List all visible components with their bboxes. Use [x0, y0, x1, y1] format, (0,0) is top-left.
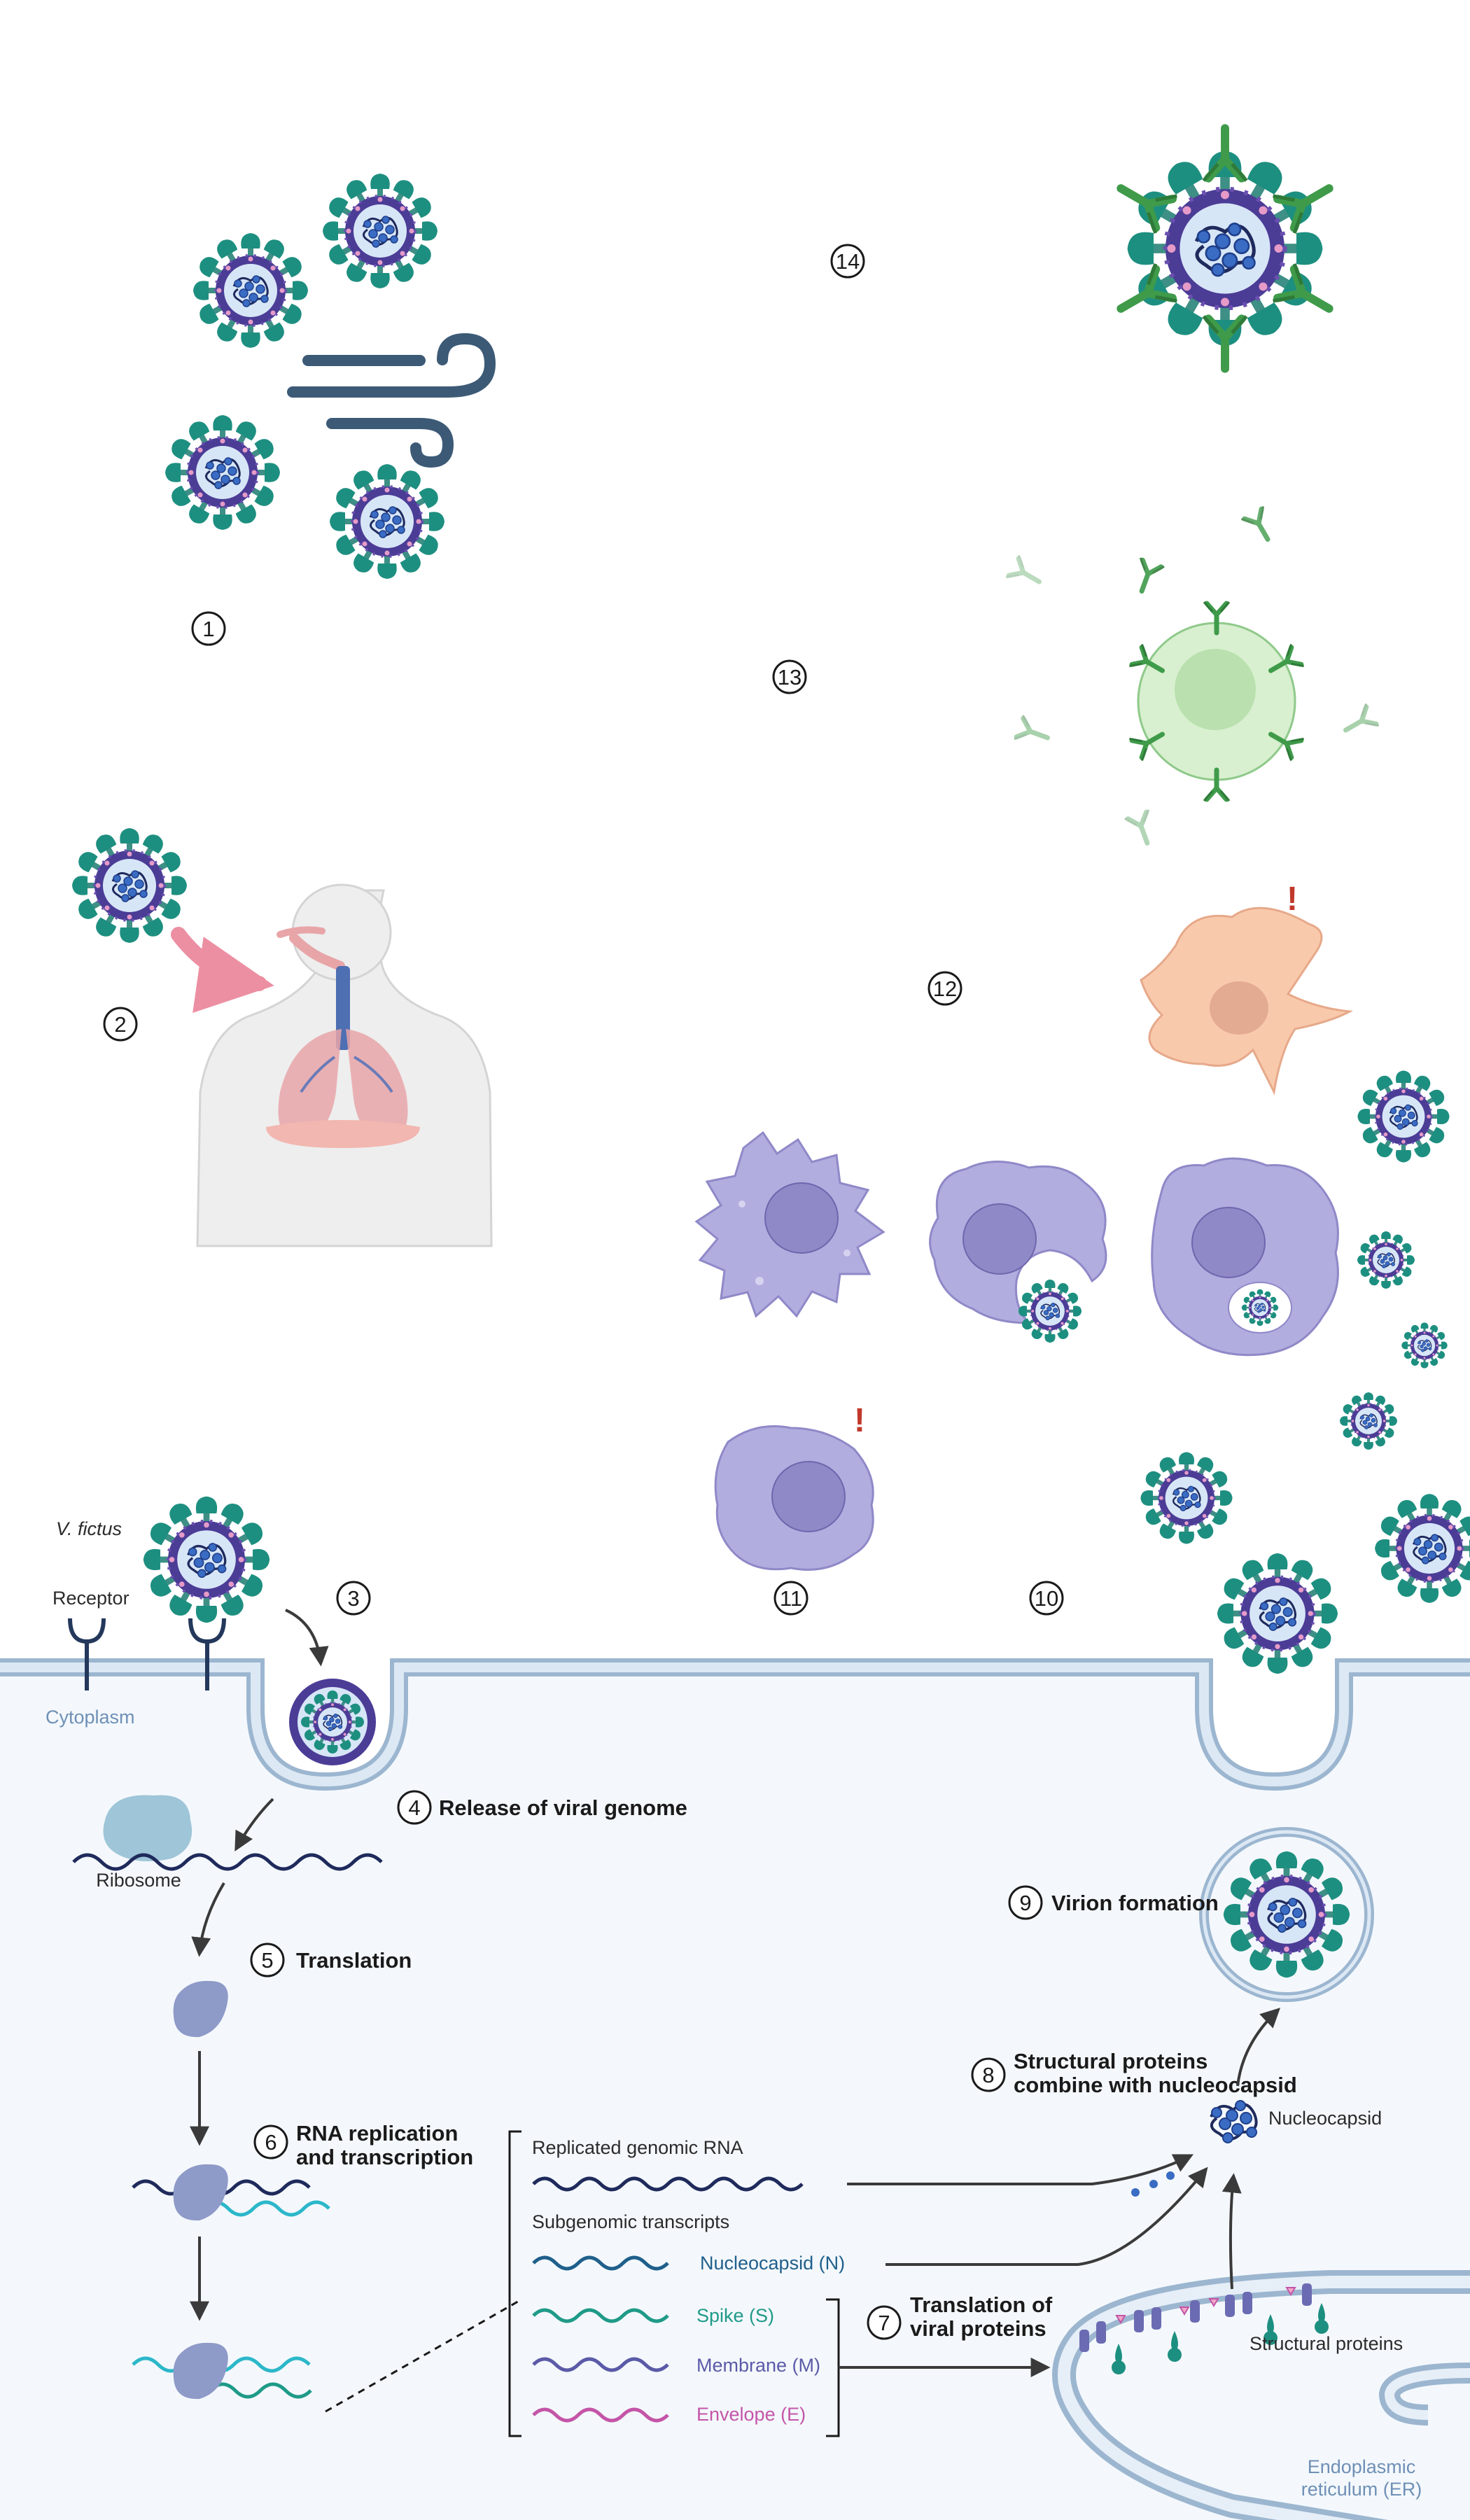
step-10-marker: 10 [1029, 1581, 1064, 1616]
step-7-label-line2: viral proteins [910, 2316, 1046, 2341]
antibody-neutralized-virion [1110, 128, 1340, 368]
transcription-complex-icon [132, 2342, 312, 2400]
nucleocapsid-n-label: Nucleocapsid (N) [700, 2253, 845, 2274]
cell-membrane-inner [0, 1662, 1470, 1787]
step-9-marker: 9 [1008, 1885, 1043, 1920]
subgenomic-label: Subgenomic transcripts [532, 2211, 729, 2232]
nucleocapsid-icon [1210, 2100, 1258, 2143]
virus-name-label: V. fictus [56, 1518, 122, 1539]
er-label-line1: Endoplasmic [1308, 2456, 1416, 2477]
inhalation-arrow [171, 927, 274, 1013]
structural-proteins-label: Structural proteins [1250, 2333, 1403, 2354]
released-virion-group [1139, 1069, 1470, 1674]
er-label-line2: reticulum (ER) [1301, 2479, 1422, 2500]
svg-text:11: 11 [780, 1586, 802, 1611]
macrophage-digesting-icon [1151, 1157, 1339, 1357]
human-respiratory-icon [196, 883, 493, 1247]
virion-icon [192, 232, 309, 349]
step-5-marker: 5 [250, 1942, 285, 1977]
inhaled-virion-icon [71, 827, 188, 944]
virion-formation-arrow [1236, 2008, 1281, 2087]
envelope-e-label: Envelope (E) [696, 2404, 806, 2425]
ribosome-icon [103, 1795, 192, 1861]
polymerase-protein-icon [173, 1980, 228, 2038]
macrophage-engulfing-icon [929, 1161, 1107, 1344]
step-7-marker: 7 [867, 2305, 902, 2340]
release-arrow [234, 1798, 274, 1851]
svg-text:4: 4 [408, 1795, 420, 1820]
b-cell-icon [1129, 602, 1303, 801]
receptor-label: Receptor [52, 1588, 130, 1609]
step-9-label: Virion formation [1051, 1891, 1219, 1915]
nucleocapsid-label: Nucleocapsid [1268, 2108, 1382, 2129]
step-7-label-line1: Translation of [910, 2292, 1053, 2317]
alert-icon: ! [1287, 881, 1298, 918]
step-8-label-line2: combine with nucleocapsid [1014, 2073, 1297, 2097]
virion-icon [164, 414, 281, 531]
endocytosed-virion-icon [289, 1679, 376, 1765]
svg-text:5: 5 [261, 1948, 273, 1973]
step-8-marker: 8 [971, 2057, 1006, 2092]
entry-arrow [285, 1609, 329, 1667]
macrophage-spiky-icon [694, 1130, 886, 1318]
step-8-label-line1: Structural proteins [1014, 2049, 1208, 2073]
airborne-virion-group [164, 172, 446, 580]
step-13-marker: 13 [772, 659, 807, 694]
ribosome-label: Ribosome [96, 1870, 181, 1891]
svg-text:9: 9 [1019, 1891, 1031, 1915]
nucleocapsid-rna-strand [532, 2255, 669, 2271]
step-3-marker: 3 [336, 1581, 371, 1616]
virion-icon [321, 172, 439, 290]
membrane-rna-strand [532, 2357, 669, 2372]
receptor-icon [188, 1618, 226, 1690]
rna-box-bracket-left [508, 2130, 522, 2437]
step-1-marker: 1 [191, 611, 226, 646]
svg-text:12: 12 [933, 976, 957, 1001]
replicated-rna-strand [532, 2176, 804, 2192]
translation-arrow [191, 1882, 225, 1957]
svg-text:7: 7 [878, 2311, 890, 2335]
step-6-label-line1: RNA replication [296, 2121, 458, 2146]
svg-text:2: 2 [114, 1012, 126, 1037]
svg-text:3: 3 [347, 1586, 359, 1611]
macrophage-alert-icon: ! [714, 1402, 874, 1571]
spike-rna-strand [532, 2308, 669, 2323]
membrane-m-label: Membrane (M) [696, 2355, 820, 2376]
binding-virion-icon [144, 1497, 270, 1623]
viral-genome-rna [72, 1853, 383, 1871]
step-6-label-line2: and transcription [296, 2145, 473, 2169]
step-5-label: Translation [296, 1948, 412, 1973]
replication-complex-icon [132, 2164, 330, 2221]
svg-text:10: 10 [1035, 1586, 1058, 1611]
envelope-rna-strand [532, 2407, 669, 2423]
step-4-label: Release of viral genome [439, 1795, 687, 1820]
vesicle-virion-icon [1199, 1827, 1374, 2002]
step-12-marker: 12 [927, 971, 962, 1006]
wind-icon [287, 332, 496, 468]
svg-text:8: 8 [982, 2063, 994, 2087]
svg-text:6: 6 [265, 2130, 276, 2155]
step-14-marker: 14 [830, 244, 865, 279]
svg-text:14: 14 [836, 249, 860, 274]
genome-to-nucleocapsid-arrow [847, 2154, 1194, 2185]
dendritic-cell-icon: ! [1140, 881, 1354, 1096]
replicated-rna-label: Replicated genomic RNA [532, 2137, 743, 2158]
alert-icon: ! [854, 1402, 865, 1439]
step-2-marker: 2 [103, 1007, 138, 1042]
svg-text:13: 13 [778, 665, 802, 690]
receptor-icon [68, 1618, 106, 1690]
n-protein-to-nucleocapsid-arrow [886, 2166, 1208, 2266]
cytoplasm-label: Cytoplasm [46, 1707, 135, 1728]
step-4-marker: 4 [397, 1790, 432, 1825]
svg-text:1: 1 [202, 617, 214, 641]
structural-to-nucleocapsid-arrow [1222, 2173, 1242, 2290]
step-6-marker: 6 [253, 2124, 288, 2160]
n-protein-dots [1131, 2171, 1175, 2197]
spike-s-label: Spike (S) [696, 2305, 774, 2326]
virion-icon [328, 463, 446, 580]
step-11-marker: 11 [774, 1581, 808, 1616]
endoplasmic-reticulum-icon [1052, 2270, 1470, 2520]
